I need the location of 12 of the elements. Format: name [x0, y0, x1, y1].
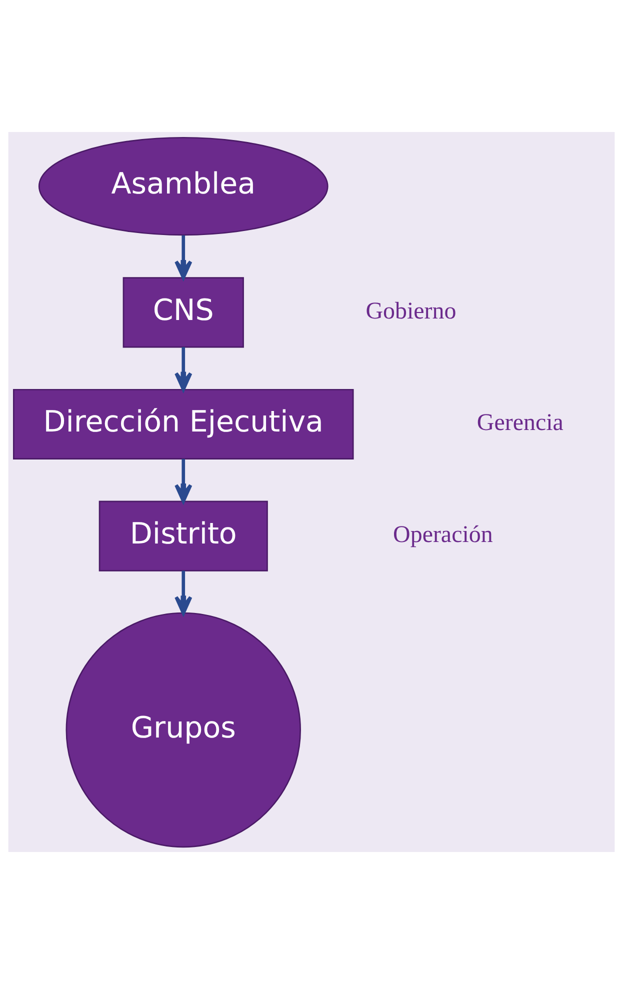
node-ellipse: Asamblea [38, 136, 328, 236]
arrow [174, 346, 192, 391]
arrow [174, 570, 192, 614]
node-box: Dirección Ejecutiva [13, 388, 354, 459]
arrow [174, 458, 192, 502]
label: Gobierno [366, 298, 456, 324]
label: Operación [393, 521, 493, 548]
label: Gerencia [476, 410, 564, 436]
arrow [174, 234, 192, 279]
node-box: Distrito [98, 500, 268, 571]
node-box: CNS [122, 276, 244, 348]
node-circle: Grupos [66, 612, 301, 848]
